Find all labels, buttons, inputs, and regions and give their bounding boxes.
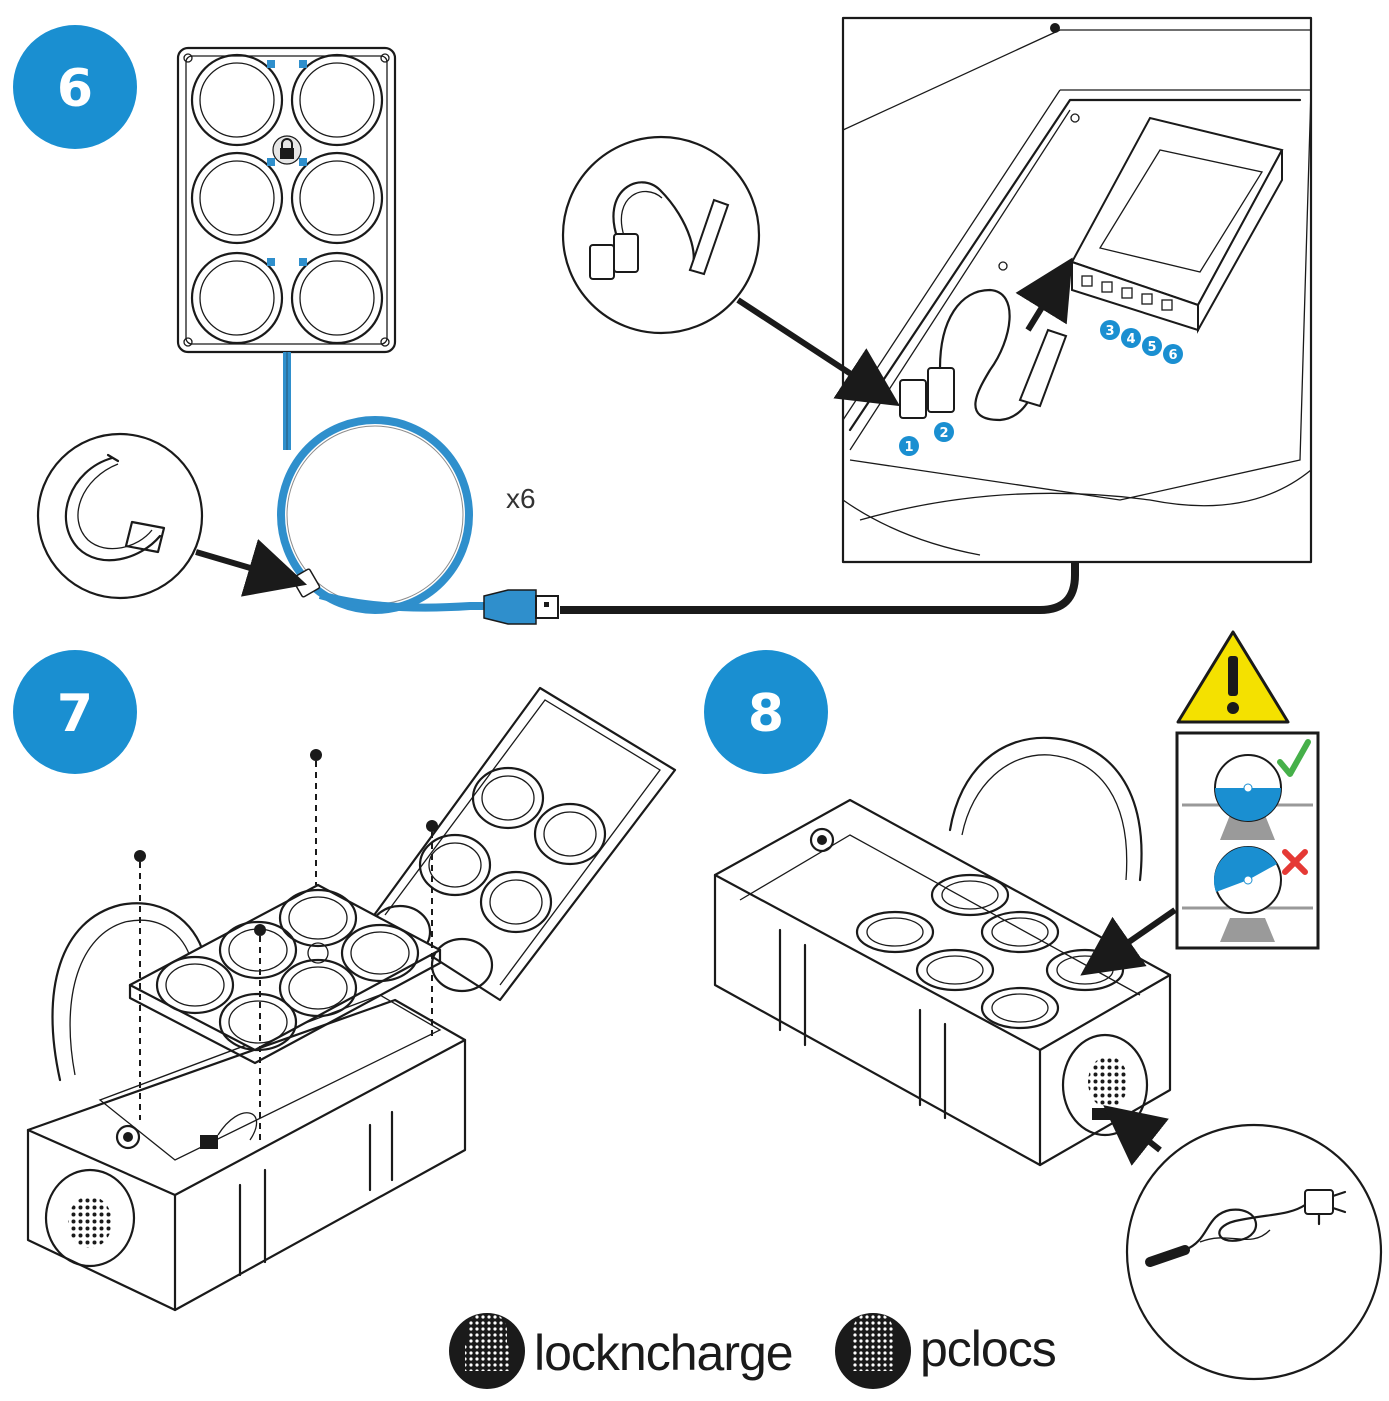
lid-orientation-guide xyxy=(1175,731,1320,950)
velcro-tie-callout xyxy=(36,432,308,600)
power-cable-callout xyxy=(1103,1105,1383,1381)
usb-cable-coil xyxy=(277,352,559,625)
incorrect-orientation xyxy=(1182,846,1313,942)
step-7-section: 7 xyxy=(13,650,677,1312)
step-7-number: 7 xyxy=(57,684,93,744)
port-numbers: 1 2 3 4 5 6 xyxy=(899,320,1183,456)
cable-route-arrow xyxy=(560,438,1115,614)
step-8-badge: 8 xyxy=(704,650,828,774)
hub-cable xyxy=(899,257,1073,422)
warning-triangle-icon xyxy=(1176,630,1290,724)
correct-orientation xyxy=(1182,739,1313,840)
port-number-4: 4 xyxy=(1126,332,1135,347)
step-8-section: 8 xyxy=(704,630,1383,1381)
quantity-label: x6 xyxy=(506,483,536,514)
step-7-badge: 7 xyxy=(13,650,137,774)
port-number-1: 1 xyxy=(904,440,913,455)
check-icon xyxy=(1277,739,1311,777)
step-8-number: 8 xyxy=(748,684,784,744)
case-body-open xyxy=(26,994,467,1312)
brand-pclocs-text: pclocs xyxy=(920,1321,1056,1377)
carry-handle xyxy=(51,902,207,1082)
brand-pclocs: pclocs xyxy=(835,1312,1057,1389)
velcro-tie-icon xyxy=(64,453,166,562)
brand-part-charge: arge xyxy=(697,1325,793,1381)
cross-icon xyxy=(1282,849,1308,875)
port-number-6: 6 xyxy=(1168,348,1177,363)
case-body-closed xyxy=(713,736,1177,1167)
brand-part-lock: locknch xyxy=(534,1325,697,1381)
bay-indicator-leds xyxy=(267,60,307,266)
step-6-badge: 6 xyxy=(13,25,137,149)
brand-locknCharge-text: lockncharge xyxy=(534,1325,793,1381)
power-cable-icon xyxy=(1145,1189,1347,1267)
step-6-section: 6 xyxy=(13,16,1313,625)
brand-locknCharge: lockncharge xyxy=(449,1312,794,1389)
compartment-detail: 1 2 3 4 5 6 xyxy=(841,16,1313,564)
six-bay-panel xyxy=(176,46,397,354)
step-6-number: 6 xyxy=(57,59,93,119)
port-number-3: 3 xyxy=(1105,324,1114,339)
cable-callout xyxy=(561,135,901,407)
charging-plate xyxy=(128,883,442,1065)
port-number-2: 2 xyxy=(939,426,948,441)
mounting-screws xyxy=(134,749,438,1140)
usb-plug-icon xyxy=(483,589,559,625)
lock-icon xyxy=(272,135,302,165)
port-number-5: 5 xyxy=(1147,340,1156,355)
usb-hub xyxy=(1070,116,1284,334)
panel-bays xyxy=(190,53,384,345)
